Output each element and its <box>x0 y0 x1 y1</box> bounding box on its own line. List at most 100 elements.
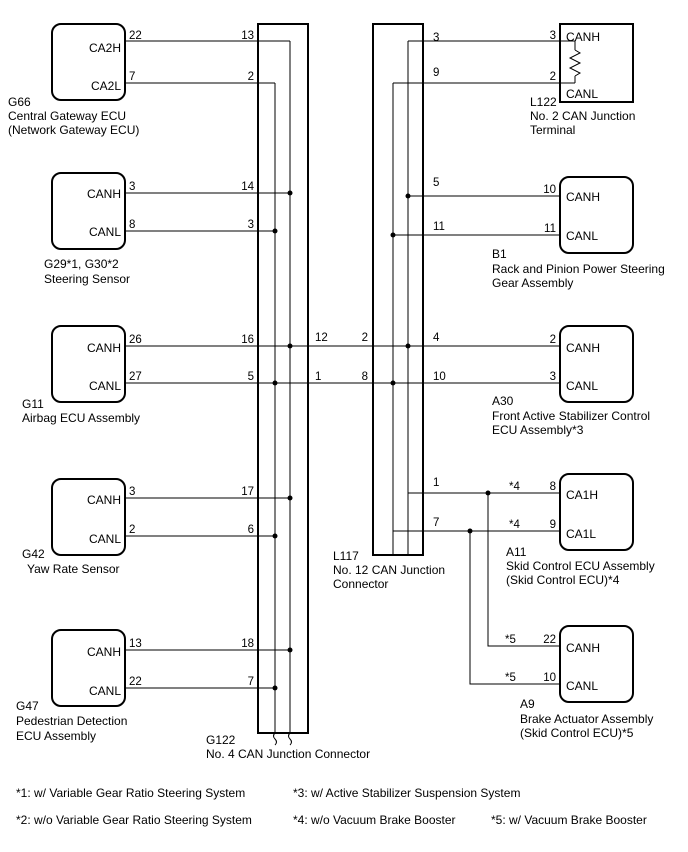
gateway-name: Central Gateway ECU <box>8 109 126 123</box>
g122-pin-gw-l: 2 <box>248 71 254 83</box>
stab-sig-h: CANH <box>566 341 600 355</box>
terminal-code: L122 <box>530 95 557 109</box>
steering-sig-l: CANL <box>89 225 121 239</box>
yaw-pin-h: 3 <box>129 486 135 498</box>
l117-code: L117 <box>333 549 359 563</box>
skid-pin-l: 9 <box>550 519 556 531</box>
brake-sig-l: CANL <box>566 679 598 693</box>
l117-pin-sk-h: 1 <box>433 477 439 489</box>
skid-mark-l: *4 <box>509 519 520 531</box>
steering-sensor-box <box>51 172 126 250</box>
steering-code: G29*1, G30*2 <box>44 257 119 271</box>
pedestrian-pin-h: 13 <box>129 638 142 650</box>
rack-name2: Gear Assembly <box>492 276 573 290</box>
rack-sig-h: CANH <box>566 190 600 204</box>
note-3: *3: w/ Active Stabilizer Suspension Syst… <box>293 786 520 800</box>
g122-code: G122 <box>206 733 236 747</box>
rack-sig-l: CANL <box>566 229 598 243</box>
skid-control-ecu-box <box>559 473 634 551</box>
brake-mark-l: *5 <box>505 672 516 684</box>
note-1: *1: w/ Variable Gear Ratio Steering Syst… <box>16 786 245 800</box>
skid-code: A11 <box>506 545 527 559</box>
wire-brake-h <box>487 493 560 647</box>
yaw-sig-l: CANL <box>89 532 121 546</box>
g122-pin-out-l: 1 <box>315 371 321 383</box>
terminal-name: No. 2 CAN Junction <box>530 109 635 123</box>
gateway-sig-l: CA2L <box>91 79 121 93</box>
pedestrian-sig-h: CANH <box>87 645 121 659</box>
skid-sig-l: CA1L <box>566 527 596 541</box>
brake-sig-h: CANH <box>566 641 600 655</box>
g122-pin-pd-l: 7 <box>248 676 254 688</box>
g122-name: No. 4 CAN Junction Connector <box>206 747 370 761</box>
pedestrian-ecu-box <box>51 629 126 707</box>
l117-pin-sb-h: 4 <box>433 332 440 344</box>
g122-pin-gw-h: 13 <box>241 30 254 42</box>
airbag-code: G11 <box>22 397 44 411</box>
l117-pin-tm-h: 3 <box>433 32 439 44</box>
connector-titles: G122 No. 4 CAN Junction Connector L117 N… <box>206 549 445 761</box>
connector-pin-numbers: 13 2 14 3 16 5 12 1 17 6 18 7 3 9 5 11 2… <box>241 30 446 688</box>
rack-pin-h: 10 <box>543 184 556 196</box>
terminal-pin-l: 2 <box>550 71 556 83</box>
yaw-sig-h: CANH <box>87 493 121 507</box>
yaw-pin-l: 2 <box>129 524 135 536</box>
l117-pin-sb-l: 10 <box>433 371 446 383</box>
brake-mark-h: *5 <box>505 634 516 646</box>
yaw-rate-sensor-box <box>51 478 126 556</box>
l117-name2: Connector <box>333 577 388 591</box>
airbag-sig-h: CANH <box>87 341 121 355</box>
g122-pin-yw-h: 17 <box>241 486 254 498</box>
footnotes: *1: w/ Variable Gear Ratio Steering Syst… <box>16 786 647 827</box>
terminal-box <box>559 23 634 103</box>
brake-actuator-box <box>559 625 634 703</box>
stab-name: Front Active Stabilizer Control <box>492 409 650 423</box>
stab-sig-l: CANL <box>566 379 598 393</box>
g122-pin-yw-l: 6 <box>248 524 254 536</box>
gateway-name2: (Network Gateway ECU) <box>8 123 139 137</box>
l117-pin-sk-l: 7 <box>433 517 439 529</box>
wires-through-bars <box>258 40 423 733</box>
terminal-sig-h: CANH <box>566 30 600 44</box>
terminal-pin-h: 3 <box>550 30 556 42</box>
right-signal-labels: CANH CANL CANH CANL CANH CANL CA1H CA1L … <box>566 30 600 693</box>
stab-name2: ECU Assembly*3 <box>492 423 584 437</box>
wire-brake-l <box>469 531 560 685</box>
l117-pin-in-h: 2 <box>362 332 368 344</box>
steering-pin-l: 8 <box>129 219 135 231</box>
rack-pin-l: 11 <box>544 223 556 235</box>
left-signal-labels: CA2H CA2L CANH CANL CANH CANL CANH CANL … <box>87 41 121 698</box>
wires <box>125 40 560 746</box>
pedestrian-name: Pedestrian Detection <box>16 714 127 728</box>
g122-pin-out-h: 12 <box>315 332 328 344</box>
brake-pin-h: 22 <box>543 634 556 646</box>
airbag-pin-h: 26 <box>129 334 142 346</box>
pedestrian-pin-l: 22 <box>129 676 142 688</box>
g122-pin-ab-l: 5 <box>248 371 254 383</box>
airbag-name: Airbag ECU Assembly <box>22 411 140 425</box>
ecu-pin-numbers: 22 7 3 8 26 27 3 2 13 22 3 2 10 11 2 3 8… <box>129 30 556 688</box>
pedestrian-sig-l: CANL <box>89 684 121 698</box>
airbag-sig-l: CANL <box>89 379 121 393</box>
left-ecu-titles: G66 Central Gateway ECU (Network Gateway… <box>8 95 140 743</box>
l117-pin-in-l: 8 <box>362 371 368 383</box>
l117-pin-rk-l: 11 <box>433 221 445 233</box>
stabilizer-ecu-box <box>559 325 634 403</box>
steering-sig-h: CANH <box>87 187 121 201</box>
note-4: *4: w/o Vacuum Brake Booster <box>293 813 456 827</box>
l117-connector-bar <box>372 23 424 556</box>
stab-pin-l: 3 <box>550 371 556 383</box>
rack-name: Rack and Pinion Power Steering <box>492 262 665 276</box>
gateway-pin-l: 7 <box>129 71 135 83</box>
l117-pin-rk-h: 5 <box>433 177 439 189</box>
right-ecu-titles: L122 No. 2 CAN Junction Terminal B1 Rack… <box>492 95 665 740</box>
note-5: *5: w/ Vacuum Brake Booster <box>491 813 647 827</box>
junction-dots <box>272 190 491 691</box>
gateway-sig-h: CA2H <box>89 41 121 55</box>
l117-name: No. 12 CAN Junction <box>333 563 445 577</box>
yaw-name: Yaw Rate Sensor <box>27 562 120 576</box>
g122-pin-pd-h: 18 <box>241 638 254 650</box>
stab-pin-h: 2 <box>550 334 556 346</box>
gateway-pin-h: 22 <box>129 30 142 42</box>
